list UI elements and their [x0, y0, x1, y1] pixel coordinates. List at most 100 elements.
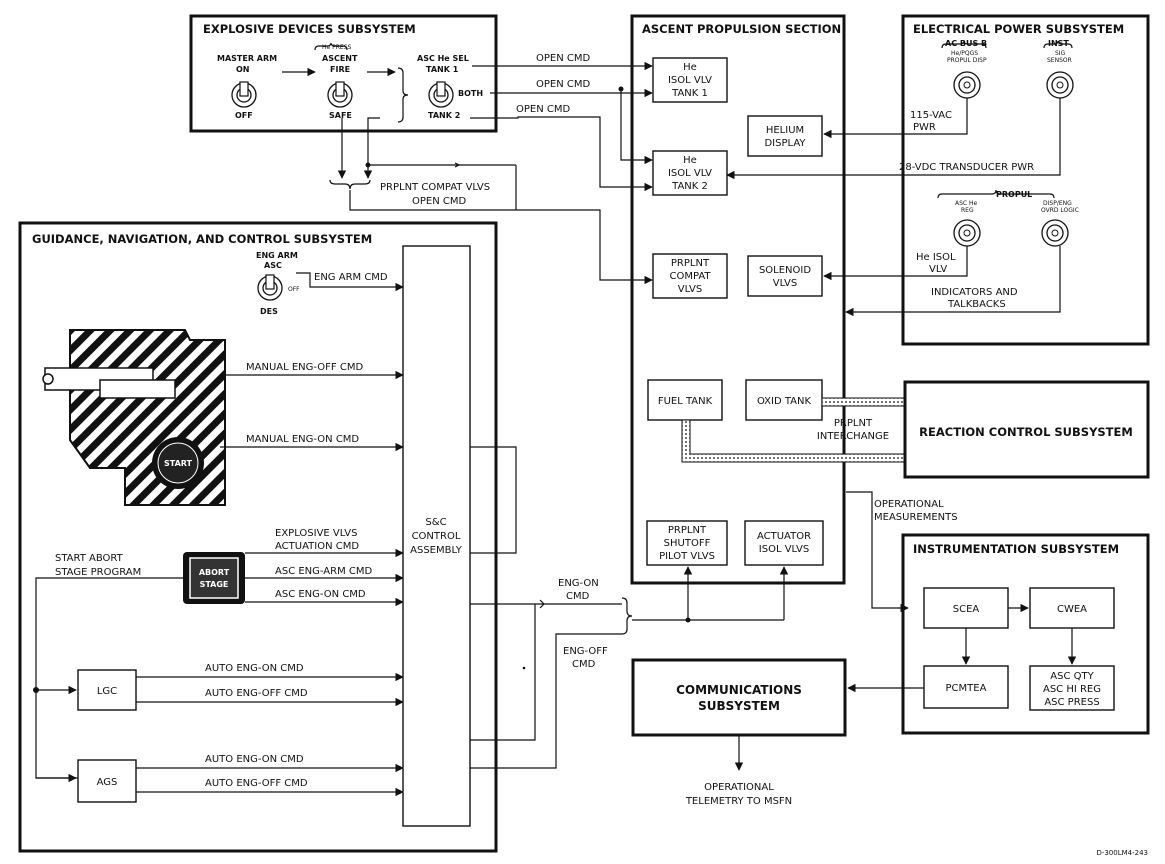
ascent-label: ASCENT	[322, 54, 358, 63]
disp-eng-breaker-icon[interactable]	[1041, 219, 1069, 247]
eng-off-cmd-label-2: CMD	[572, 659, 596, 670]
eng-arm-cmd-label: ENG ARM CMD	[314, 272, 388, 283]
eng-arm-switch-icon[interactable]	[257, 274, 283, 301]
inst-label: INST	[1048, 39, 1069, 48]
stage-label: STAGE	[200, 580, 229, 589]
open-cmd-label-2: OPEN CMD	[536, 79, 590, 90]
communications-title-1: COMMUNICATIONS	[676, 683, 802, 697]
helium-display-box	[747, 115, 823, 157]
asc-he-sel-both-label: BOTH	[458, 89, 483, 98]
indicators-label-2: TALKBACKS	[947, 299, 1006, 310]
explosive-vlvs-label-1: EXPLOSIVE VLVS	[275, 528, 357, 539]
asc-qty-box	[1029, 665, 1115, 711]
cwea-box	[1029, 587, 1115, 629]
he-isol-tank2-box	[652, 150, 728, 196]
shutoff-line2: SHUTOFF	[664, 538, 711, 549]
he-tank1-line1: He	[683, 62, 697, 73]
pcmtea-box	[923, 665, 1009, 709]
he-isol-tank1-box	[652, 57, 728, 103]
scea-box	[923, 587, 1009, 629]
abort-label: ABORT	[199, 568, 230, 577]
asc-eng-arm-label: ASC ENG-ARM CMD	[275, 566, 372, 577]
lgc-label: LGC	[97, 686, 117, 697]
communications-title-2: SUBSYSTEM	[698, 699, 780, 713]
he-isol-label-2: VLV	[929, 264, 947, 275]
ac-bus-sub2-label: PROPUL DISP	[947, 57, 987, 64]
explosive-devices-frame	[189, 14, 498, 133]
vac-label-2: PWR	[913, 122, 936, 133]
communications-frame	[631, 658, 847, 737]
vac-label-1: 115-VAC	[910, 110, 952, 121]
fuel-tank-label: FUEL TANK	[658, 396, 713, 407]
actuator-line1: ACTUATOR	[757, 531, 811, 542]
disp-eng-label-1: DISP/ENG	[1043, 200, 1072, 207]
explosive-vlvs-label-2: ACTUATION CMD	[275, 541, 359, 552]
prplnt-compat-open-label-1: PRPLNT COMPAT VLVS	[380, 182, 490, 193]
open-cmd-label-3: OPEN CMD	[516, 104, 570, 115]
sc-control-assembly-box	[402, 245, 471, 827]
helium-display-line2: DISPLAY	[764, 138, 806, 149]
telemetry-label-2: TELEMETRY TO MSFN	[685, 796, 792, 807]
instrumentation-title: INSTRUMENTATION SUBSYSTEM	[913, 542, 1119, 556]
reaction-control-frame	[903, 380, 1150, 479]
prplnt-compat-vlvs-box	[652, 253, 728, 299]
disp-eng-label-2: OVRD LOGIC	[1041, 207, 1079, 214]
ascent-propulsion-frame	[630, 14, 846, 585]
instrumentation-frame	[901, 533, 1150, 735]
he-tank2-line2: ISOL VLV	[668, 168, 712, 179]
reaction-control-title: REACTION CONTROL SUBSYSTEM	[919, 425, 1133, 439]
eng-arm-des-label: DES	[260, 307, 278, 316]
ascent-fire-switch-icon[interactable]	[327, 81, 353, 108]
asc-qty-line3: ASC PRESS	[1044, 697, 1099, 708]
asc-he-reg-label-2: REG	[961, 207, 974, 214]
abort-stage-button[interactable]: ABORT STAGE	[183, 552, 245, 604]
lgc-auto-off-label: AUTO ENG-OFF CMD	[205, 688, 308, 699]
asc-qty-line2: ASC HI REG	[1043, 684, 1101, 695]
scea-label: SCEA	[953, 604, 980, 615]
ac-bus-sub-label: He/PQGS	[951, 50, 978, 57]
shutoff-line3: PILOT VLVS	[659, 551, 715, 562]
eng-on-cmd-label-1: ENG-ON	[558, 578, 599, 589]
prplnt-compat-line3: VLVS	[678, 284, 703, 295]
start-button[interactable]: START	[152, 437, 204, 489]
manual-off-label: MANUAL ENG-OFF CMD	[246, 362, 363, 373]
ags-box	[77, 759, 137, 803]
he-tank2-line1: He	[683, 155, 697, 166]
prplnt-compat-line1: PRPLNT	[671, 258, 710, 269]
shutoff-line1: PRPLNT	[668, 525, 707, 536]
sc-control-label-2: CONTROL	[412, 531, 461, 542]
he-tank2-line3: TANK 2	[671, 181, 708, 192]
asc-eng-on-label: ASC ENG-ON CMD	[275, 589, 366, 600]
master-arm-on-label: ON	[236, 65, 250, 74]
asc-he-reg-label-1: ASC He	[955, 200, 978, 207]
asc-he-sel-tank2-label: TANK 2	[428, 111, 460, 120]
asc-he-sel-label: ASC He SEL	[417, 54, 469, 63]
prplnt-shutoff-box	[646, 520, 728, 566]
fuel-tank-box	[647, 379, 723, 421]
gnc-frame	[18, 221, 498, 853]
ascent-propulsion-title: ASCENT PROPULSION SECTION	[642, 22, 841, 36]
sc-control-label-3: ASSEMBLY	[410, 545, 463, 556]
operational-meas-label-1: OPERATIONAL	[874, 499, 944, 510]
indicators-label-1: INDICATORS AND	[931, 287, 1018, 298]
solenoid-vlvs-box	[747, 255, 823, 297]
asc-qty-line1: ASC QTY	[1050, 671, 1094, 682]
operational-meas-label-2: MEASUREMENTS	[874, 512, 958, 523]
asc-he-sel-tank1-label: TANK 1	[426, 65, 459, 74]
asc-he-sel-switch-icon[interactable]	[428, 81, 454, 108]
start-button-label: START	[164, 459, 193, 468]
asc-he-reg-breaker-icon[interactable]	[953, 219, 981, 247]
solenoid-line2: VLVS	[773, 278, 798, 289]
sc-control-label-1: S&C	[425, 517, 446, 528]
prplnt-interchange-label-2: INTERCHANGE	[817, 431, 889, 442]
helium-display-line1: HELIUM	[766, 125, 804, 136]
master-arm-switch-icon[interactable]	[231, 81, 257, 108]
inst-breaker-icon[interactable]	[1046, 71, 1074, 99]
eng-arm-label: ENG ARM	[256, 251, 298, 260]
safe-label: SAFE	[329, 111, 352, 120]
eng-on-cmd-label-2: CMD	[566, 591, 590, 602]
ac-bus-b-breaker-icon[interactable]	[953, 71, 981, 99]
ags-auto-off-label: AUTO ENG-OFF CMD	[205, 778, 308, 789]
prplnt-compat-open-label-2: OPEN CMD	[412, 196, 466, 207]
